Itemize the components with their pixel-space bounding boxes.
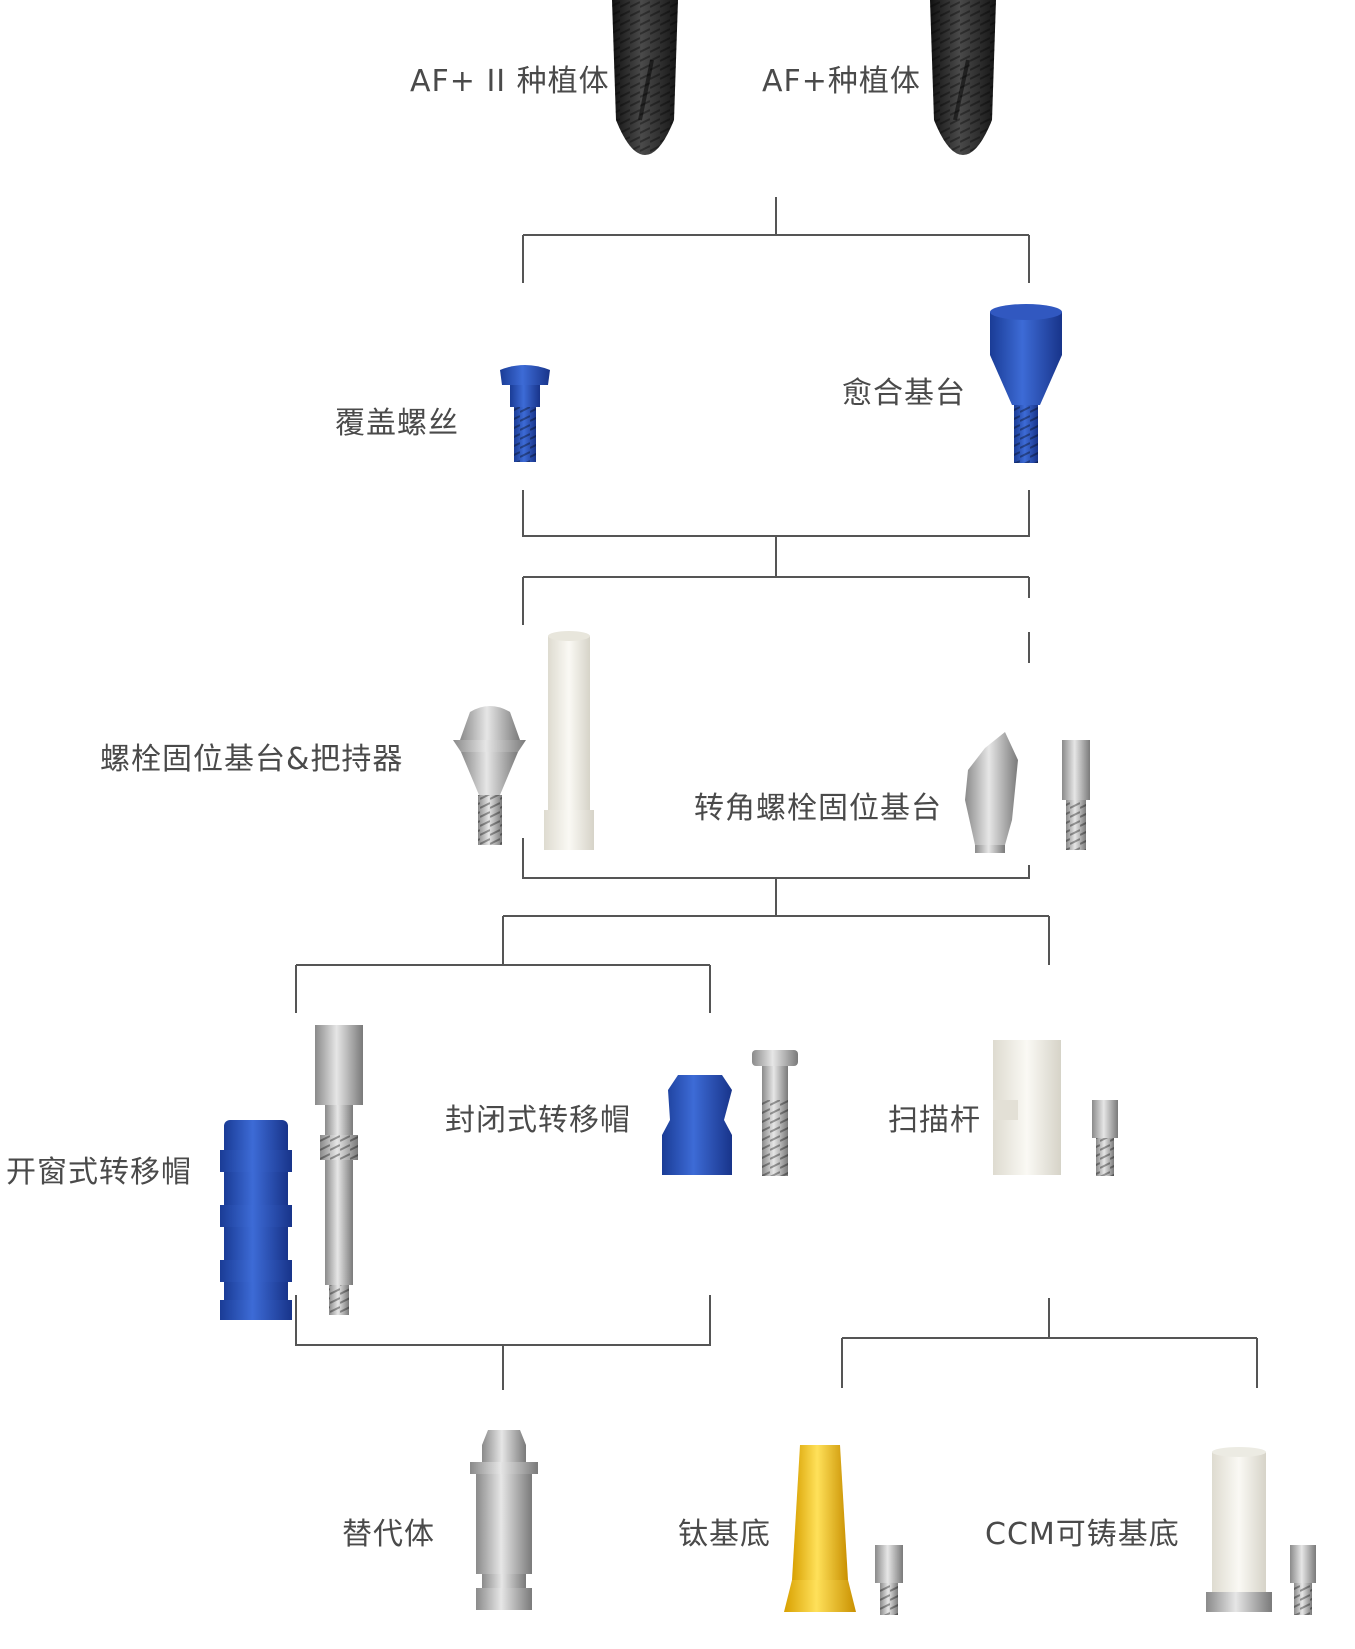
connector-level5-split [295,964,711,1013]
closed-tray-coping-image [662,1075,732,1175]
ti-base-screw-image [875,1545,903,1615]
connector-implants-to-level2 [522,197,1030,283]
angled-abutment-image [965,732,1018,853]
label-analog: 替代体 [342,1517,435,1552]
cover-screw-image [500,365,550,462]
screw-abutment-image [453,706,526,845]
label-angled-screw-abutment: 转角螺栓固位基台 [694,791,942,826]
holder-image [544,631,594,850]
label-cover-screw: 覆盖螺丝 [335,406,459,441]
label-af2-implant: AF+ II 种植体 [410,64,610,99]
scan-body-image [993,1040,1061,1175]
label-ccm-base: CCM可铸基底 [985,1517,1180,1552]
ccm-base-image [1206,1447,1272,1612]
connector-copings-merge [295,1295,711,1390]
connector-level2-merge [522,490,1030,577]
connector-level3-merge [522,838,1030,916]
ti-base-image [784,1445,856,1612]
label-healing-abutment: 愈合基台 [842,376,966,411]
ccm-base-screw-image [1290,1545,1316,1615]
af2-implant-image [612,0,678,155]
label-ti-base: 钛基底 [678,1517,771,1552]
label-closed-tray-coping: 封闭式转移帽 [445,1103,631,1138]
connector-scan-to-bases [841,1298,1258,1388]
label-open-tray-coping: 开窗式转移帽 [6,1155,192,1190]
scan-body-screw-image [1092,1100,1118,1176]
open-tray-coping-image [220,1120,292,1320]
healing-abutment-image [990,304,1062,463]
angled-abutment-screw-image [1062,740,1090,850]
connector-level4-split [502,915,1050,965]
label-af-implant: AF+种植体 [762,64,921,99]
closed-tray-pin-image [752,1050,798,1176]
analog-image [470,1430,538,1610]
label-screw-abutment-holder: 螺栓固位基台&把持器 [100,742,404,777]
af-implant-image [930,0,996,155]
label-scan-body: 扫描杆 [888,1103,981,1138]
connector-level3-split [522,576,1030,663]
open-tray-pin-image [315,1025,363,1315]
